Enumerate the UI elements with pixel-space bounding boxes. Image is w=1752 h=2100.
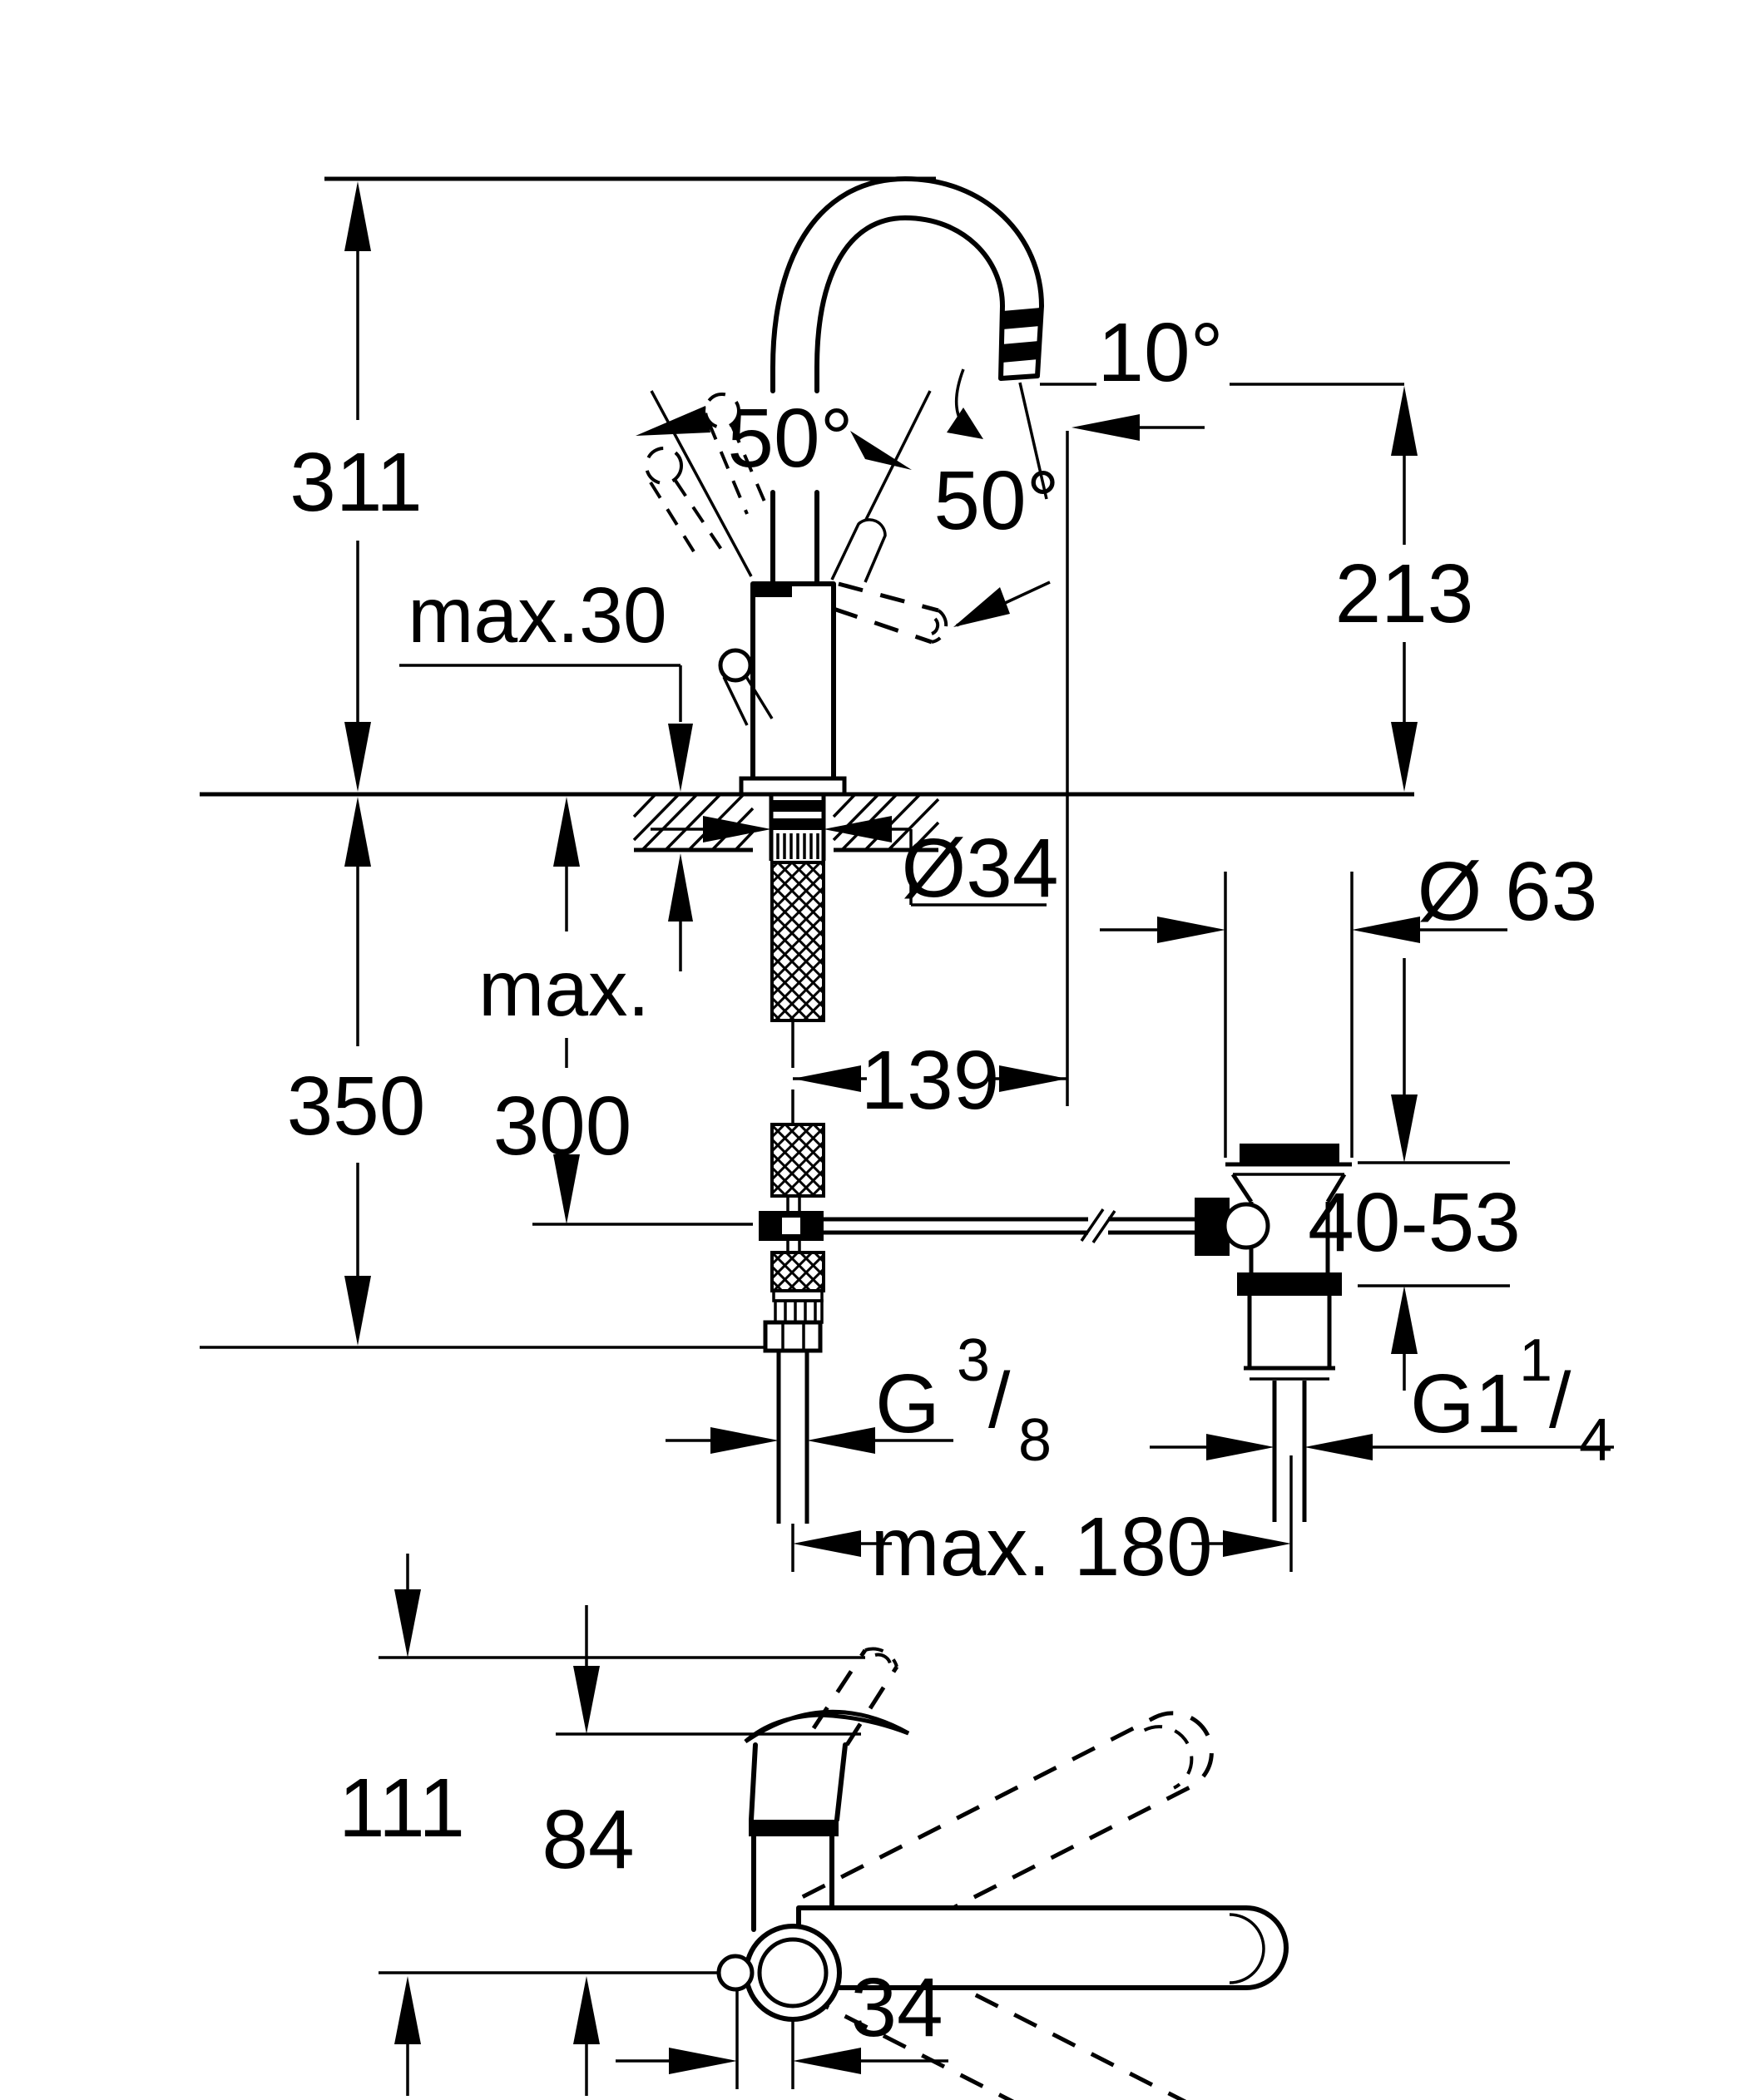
aerator-band-2 [1002, 341, 1039, 363]
thread-waste-label: G1 1 / 4 [1410, 1327, 1612, 1474]
svg-text:1: 1 [1519, 1327, 1552, 1394]
dim-213-label: 213 [1335, 547, 1474, 640]
shank-knurl [776, 833, 819, 859]
arrowhead-down [344, 722, 371, 792]
thread-supply-label: G 3 / 8 [875, 1327, 1052, 1474]
dim-350-label: 350 [287, 1060, 426, 1153]
svg-text:3: 3 [957, 1327, 990, 1394]
dim-plan-handle-depth: 84 [542, 1605, 635, 2096]
open-angle-arrowhead [953, 587, 1010, 627]
lever-open-dashed-cap [931, 609, 948, 644]
hole-dia-label: Ø34 [901, 822, 1058, 915]
swing-arc-arrowhead-left [636, 406, 710, 436]
dim-plan-offset: 34 [616, 1961, 948, 2089]
plan-spout-dashed-2 [844, 1665, 899, 1747]
dim-outlet-offset: 139 [793, 431, 1069, 1127]
dim-84-label: 84 [542, 1793, 634, 1886]
spout-inner-arc [814, 215, 1005, 370]
lever-open-dashed-bottom [833, 606, 933, 645]
aerator-axis-line [1018, 382, 1048, 500]
dim-plan-depth: 111 [339, 1554, 465, 2096]
hose-segment-a [770, 861, 825, 1022]
shank-and-hole-dim: Ø34 [651, 794, 1059, 915]
aerator-angle-label: 10° [1097, 306, 1223, 399]
swing-arc-arrowhead-right [850, 431, 912, 470]
supply-nut [763, 1320, 823, 1353]
plan-handle-dashed-up [801, 1711, 1214, 1969]
front-view: 311 50° [200, 176, 1614, 1594]
supply-tailpipe: G 3 / 8 [666, 1327, 1052, 1572]
dim-311-label: 311 [290, 436, 422, 529]
dim-spout-height: 213 [1335, 386, 1474, 792]
dim-139-label: 139 [861, 1034, 1000, 1127]
dim-111-label: 111 [339, 1762, 465, 1855]
aerator-angle-arrowhead [1071, 414, 1140, 441]
plan-handle-solid [796, 1905, 1289, 1990]
waste-locknut [1237, 1272, 1342, 1296]
waste-dia-label: Ø 63 [1418, 845, 1598, 938]
open-angle-label: 50° [933, 454, 1059, 547]
escutcheon [739, 776, 847, 797]
max30-label: max.30 [408, 571, 667, 660]
plan-spout-solid [744, 1709, 910, 1744]
max180-label: max. 180 [870, 1500, 1212, 1594]
svg-text:8: 8 [1018, 1407, 1052, 1474]
hoses-and-rod [759, 861, 1195, 1353]
svg-text:G: G [875, 1357, 940, 1450]
dim-deck-thickness: max.30 [399, 571, 693, 971]
aerator-swivel-arrowhead [947, 408, 983, 439]
faucet-body [739, 365, 847, 797]
hose-segment-b [770, 1123, 825, 1198]
dim-clamping-range: 40-53 [1308, 958, 1521, 1391]
body-top-band [755, 584, 792, 597]
spout [770, 176, 1048, 500]
arrowhead-up [344, 181, 371, 251]
waste-rod-ball [1222, 1202, 1270, 1250]
clamping-range-label: 40-53 [1308, 1176, 1521, 1269]
lever-open-dashed-top [838, 581, 939, 613]
hose-segment-c [770, 1251, 825, 1292]
swing-angle-label: 50° [727, 392, 853, 485]
lever-ball-dashed-near [704, 393, 740, 429]
dim-34-label: 34 [850, 1961, 943, 2054]
dim-hose-length: max. 300 [478, 797, 753, 1226]
aerator-tip-outline [998, 304, 1044, 381]
dim-waste-thread: G1 1 / 4 [1150, 1327, 1614, 1474]
plan-view: 111 84 [339, 1554, 1289, 2100]
waste-flange-cap [1240, 1144, 1339, 1164]
dim-center-distance: max. 180 [793, 1455, 1293, 1594]
dim-install-depth: 350 [200, 797, 765, 1349]
lever-ball-dashed-far [645, 447, 683, 485]
plan-cartridge-inner [757, 1937, 829, 2009]
waste-assembly: Ø 63 40-53 [1100, 845, 1614, 1522]
aerator-band-1 [1002, 308, 1041, 329]
lever-positions: 50° 50° [636, 390, 1060, 726]
aerator-angle-callout: 10° [947, 306, 1404, 441]
plan-body-band [749, 1820, 839, 1836]
spout-outer-arc [770, 176, 1044, 370]
swing-angle-left-leg [650, 390, 753, 577]
svg-text:4: 4 [1579, 1407, 1612, 1474]
max-label: max. [478, 945, 650, 1033]
svg-text:/: / [988, 1356, 1011, 1445]
lever-ball-solid [718, 648, 753, 683]
svg-text:/: / [1549, 1356, 1571, 1445]
body-rect [750, 581, 836, 786]
svg-text:G1: G1 [1410, 1357, 1521, 1450]
lever-tip-open [830, 518, 887, 583]
plan-lever-ball [716, 1954, 755, 1992]
plan-faucet [716, 1647, 1289, 2100]
dim-total-height: 311 [290, 181, 423, 792]
